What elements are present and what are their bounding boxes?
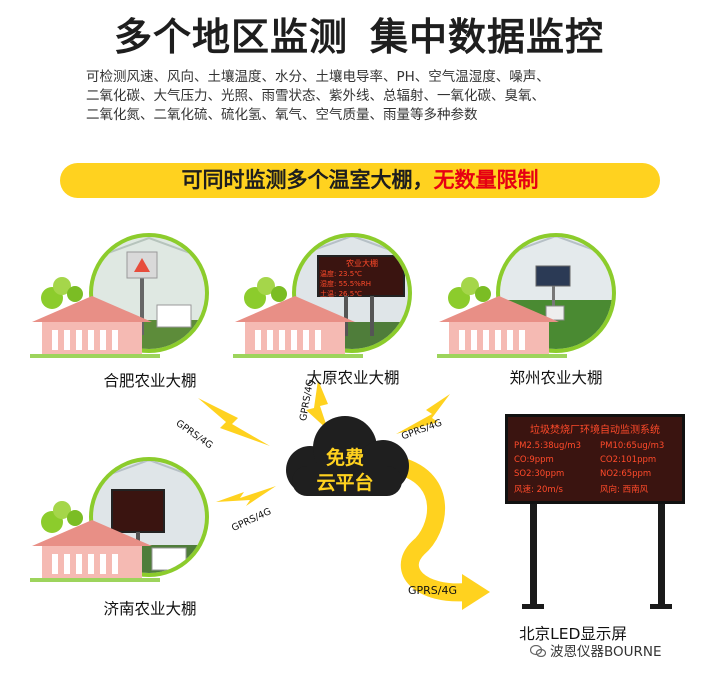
parameter-line: 可检测风速、风向、土壤温度、水分、土壤电导率、PH、空气温湿度、噪声、	[86, 69, 550, 85]
led-stand	[522, 500, 672, 609]
tree-icon	[244, 277, 287, 309]
led-cell: PM10:65ug/m3	[600, 441, 665, 451]
house-icon	[30, 296, 160, 358]
city-label-taiyuan: 太原农业大棚	[306, 369, 400, 387]
tree-icon	[41, 277, 83, 309]
lightning-bolt-icon	[306, 380, 328, 430]
arrow-icon	[391, 457, 477, 602]
tree-icon	[41, 501, 83, 533]
tree-icon	[448, 277, 491, 309]
city-label-zhengzhou: 郑州农业大棚	[509, 369, 603, 387]
station-row-value: 26.5℃	[338, 290, 363, 298]
banner-highlight: 无数量限制	[433, 168, 539, 192]
cloud-icon	[286, 416, 409, 496]
cloud-platform-label: 免费 云平台	[290, 446, 400, 496]
station-row-value: 23.5℃	[338, 270, 363, 278]
station-taiyuan	[233, 233, 412, 358]
station-zhengzhou	[437, 233, 616, 358]
link-label-led: GPRS/4G	[408, 584, 458, 597]
led-cell: 风向: 西南风	[600, 485, 649, 495]
led-cell: SO2:30ppm	[514, 469, 565, 479]
station-row-key: 温度:	[320, 270, 337, 278]
cloud-label-line: 免费	[325, 447, 364, 469]
headline-right: 集中数据监控	[370, 15, 605, 59]
watermark-text: 波恩仪器BOURNE	[550, 644, 662, 660]
house-icon	[233, 296, 363, 358]
led-title: 垃圾焚烧厂环境自动监测系统	[530, 425, 660, 436]
led-cell: 风速: 20m/s	[514, 485, 563, 495]
lightning-bolt-icon	[396, 394, 450, 434]
house-icon	[30, 520, 160, 582]
lightning-bolt-icon	[216, 486, 276, 506]
house-icon	[437, 296, 567, 358]
lightning-bolt-icon	[198, 398, 270, 446]
greenhouse-photo	[89, 457, 209, 577]
station-display-title: 农业大棚	[346, 259, 378, 268]
led-cell: CO:9ppm	[514, 455, 554, 465]
station-display: 农业大棚 温度: 23.5℃ 湿度: 55.5%RH 土温: 26.5℃	[320, 258, 404, 299]
station-row-key: 土温:	[320, 290, 337, 298]
headline-left: 多个地区监测	[113, 15, 348, 59]
watermark: 波恩仪器BOURNE	[530, 640, 662, 660]
station-row-key: 湿度:	[320, 280, 337, 288]
parameter-line: 二氧化氮、二氧化硫、硫化氢、氧气、空气质量、雨量等多种参数	[86, 107, 478, 123]
parameter-line: 二氧化碳、大气压力、光照、雨雪状态、紫外线、总辐射、一氧化碳、臭氧、	[86, 88, 545, 104]
led-display: 垃圾焚烧厂环境自动监测系统 PM2.5:38ug/m3 PM10:65ug/m3…	[505, 414, 685, 504]
city-label-hefei: 合肥农业大棚	[103, 372, 197, 390]
led-cell: PM2.5:38ug/m3	[514, 441, 581, 451]
arrow-head-icon	[462, 574, 490, 610]
city-label-jinan: 济南农业大棚	[103, 600, 197, 618]
wechat-icon	[530, 645, 546, 657]
station-row-value: 55.5%RH	[338, 280, 371, 288]
station-jinan	[30, 457, 209, 582]
banner-text: 可同时监测多个温室大棚，	[181, 168, 434, 192]
station-hefei	[30, 233, 209, 358]
led-cell: NO2:65ppm	[600, 469, 652, 479]
led-label: 北京LED显示屏	[519, 625, 627, 643]
feature-banner: 可同时监测多个温室大棚，无数量限制	[60, 163, 660, 198]
headline: 多个地区监测集中数据监控	[0, 6, 718, 61]
cloud-label-line: 云平台	[316, 472, 374, 494]
led-cell: CO2:101ppm	[600, 455, 657, 465]
parameter-list: 可检测风速、风向、土壤温度、水分、土壤电导率、PH、空气温湿度、噪声、 二氧化碳…	[86, 68, 666, 125]
